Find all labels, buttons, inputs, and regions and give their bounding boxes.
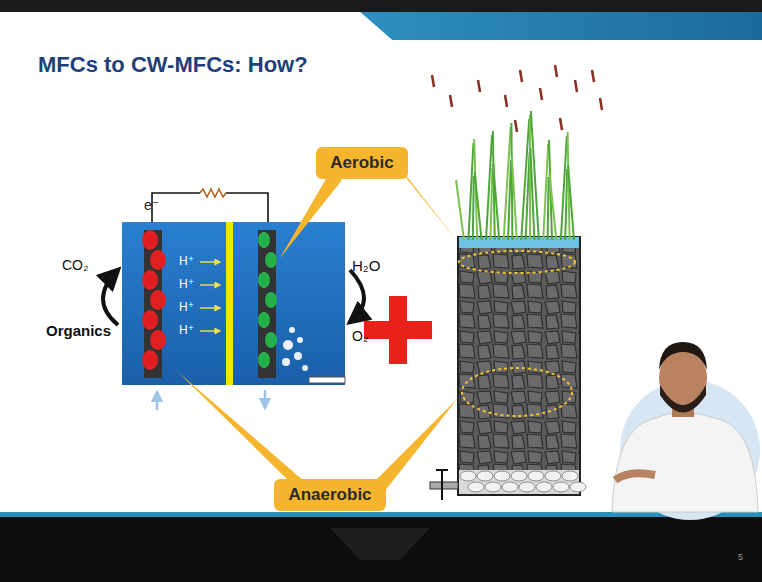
- plus-sign: [364, 296, 432, 364]
- proton-label: H⁺: [179, 254, 194, 268]
- water-label: H₂O: [352, 257, 380, 274]
- proton-label: H⁺: [179, 323, 194, 337]
- presenter-video: [612, 342, 760, 520]
- proton-label: H⁺: [179, 300, 194, 314]
- oxygen-bubbles: [282, 327, 308, 371]
- top-strip: [0, 0, 762, 12]
- flow-arrows: [157, 390, 265, 410]
- proton-label: H⁺: [179, 277, 194, 291]
- electron-label: e⁻: [144, 197, 159, 213]
- cathode-catalyst: [258, 232, 277, 368]
- reaction-arrows: [103, 270, 364, 325]
- callout-text: Aerobic: [330, 153, 393, 173]
- mfc-chamber: [122, 222, 345, 385]
- oxygen-label: O₂: [352, 328, 368, 344]
- header-banner: [360, 12, 762, 40]
- co2-label: CO₂: [62, 257, 88, 273]
- callout-box: Anaerobic: [274, 479, 386, 511]
- outlet-tube: [309, 377, 345, 383]
- organics-label: Organics: [46, 322, 111, 339]
- callout-text: Anaerobic: [288, 485, 371, 505]
- callout-box: Aerobic: [316, 147, 408, 179]
- constructed-wetland: [430, 65, 602, 500]
- cathode-electrode: [258, 230, 276, 378]
- proton-arrows: [200, 262, 220, 331]
- proton-membrane: [226, 222, 233, 385]
- slide-title: MFCs to CW-MFCs: How?: [38, 52, 308, 78]
- footer-line: [0, 512, 762, 517]
- slide-number: 5: [738, 552, 743, 562]
- footer-bar: [0, 517, 762, 582]
- callout-pointers: [178, 168, 458, 492]
- anode-bacteria: [142, 230, 166, 370]
